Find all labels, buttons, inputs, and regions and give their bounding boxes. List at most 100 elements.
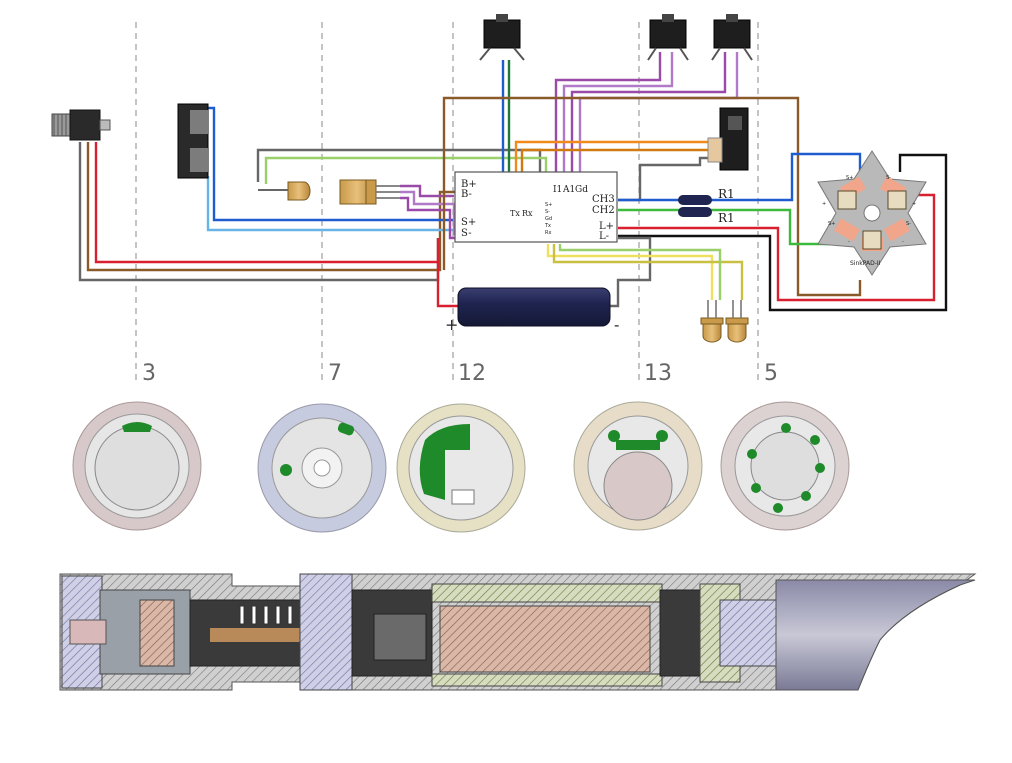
wire-brown-loop [442,96,862,297]
wire-violet-switch [578,52,739,190]
star-label: SinkPAD-II [850,260,881,267]
star-pad-label: S- [886,175,891,181]
board-pin-i1: I1 [553,185,562,195]
tactile-switch-top [479,14,525,61]
wire-lightblue-speaker [206,176,455,232]
side-switch [707,107,749,171]
wire-brown-charge [86,142,455,272]
board-ch2: CH2 [592,205,615,216]
resistor-label: R1 [718,211,735,225]
cross-section-2 [257,403,387,533]
led-star: SinkPAD-II S+ S- S+ S- + + - - [817,150,927,276]
board-pin-a1: A1 [562,185,575,195]
pcb-green [656,430,668,442]
board-pin-sminus: S- [461,228,472,239]
board-pin-splus: S+ [461,217,476,228]
wire-red-charge [94,142,438,264]
led-amber-small [287,181,311,201]
segment-label: 12 [458,361,486,386]
led-amber-bottom [727,321,747,343]
battery: + - [445,287,619,334]
board-ch3: CH3 [592,194,615,205]
star-pad-label: S+ [846,175,853,181]
segment-label: 13 [644,361,672,386]
pcb-green [337,422,355,436]
wire-blue-speaker [208,106,455,222]
led-amber-bottom [702,321,722,343]
board-edge-pin: S- [545,209,550,215]
cross-section-1 [72,401,202,531]
small-leds-bottom [700,300,749,343]
battery-minus: - [614,315,619,334]
led-emitter [887,190,907,210]
led-emitter [862,230,882,250]
resistor [678,195,712,205]
blade-tube [775,579,976,691]
speaker [177,103,209,179]
pcb-green [419,424,470,500]
wire-purple-switch [554,52,662,190]
star-pad-label: + [912,201,916,207]
charge-port [51,109,111,141]
cross-section-5 [720,401,850,531]
resistor [678,207,712,217]
star-pad-label: S+ [828,221,835,227]
segment-label: 3 [142,361,156,386]
tactile-switch-body [713,19,751,49]
board-lminus: L- [599,231,609,242]
segment-label: 7 [328,361,342,386]
pcb-green [608,430,620,442]
star-pad-label: - [902,239,904,245]
charge-port-body [69,109,101,141]
wire-purple-switch [570,52,727,190]
board-edge-pin: S+ [545,202,552,208]
board-edge-pin: Gd [545,216,552,222]
battery-section [439,605,651,673]
tactile-switch-body [483,19,521,49]
resistors: R1 R1 [678,187,735,225]
sound-board: B+ B- S+ S- Tx Rx I1 A1 Gd CH3 CH2 L+ L-… [454,171,618,243]
pcb-green [122,422,152,432]
wire-blue-ch3 [618,152,862,202]
charge-port-thread [51,113,71,137]
cross-section-3 [396,403,526,533]
board-pin-tx: Tx [510,209,520,218]
wire-violet-switch [562,52,674,190]
pcb-green [616,440,660,450]
small-leds-left [258,179,400,205]
segment-label: 5 [764,361,778,386]
wire-grey-switch [618,156,712,202]
wire-green-led2 [558,244,722,300]
led-emitter [837,190,857,210]
board-pin-gd: Gd [575,185,588,195]
board-outline [454,171,618,243]
star-pad-label: - [848,239,850,245]
tactile-switch-right-2 [711,14,753,61]
board-edge-pin: Rx [545,230,551,236]
tactile-switch-body [649,19,687,49]
resistor-label: R1 [718,187,735,201]
board-edge-pin: Tx [544,223,551,229]
battery-plus: + [445,315,458,334]
board-pin-bminus: B- [461,189,472,200]
pcb-pads [747,423,825,513]
tactile-switch-right-1 [647,14,689,61]
wire-purple-bundle [400,184,454,198]
board-pin-rx: Rx [522,209,533,218]
wire-yellow-led [552,244,744,300]
wire-yellow-led [546,244,714,300]
wire-grey-battery [610,236,652,308]
wire-red-battery [436,238,458,308]
star-pad-label: S- [906,221,911,227]
wire-black-lminus [618,153,948,312]
cross-section-4 [573,401,703,531]
segment-labels: 3 7 12 13 5 [142,361,778,386]
pcb-green [280,464,292,476]
battery-body [457,287,611,327]
longitudinal-section [59,573,977,691]
board-edge-pins: S+ S- Gd Tx Rx [544,202,552,236]
star-pad-label: + [822,201,826,207]
wire-red-lplus [618,193,936,302]
